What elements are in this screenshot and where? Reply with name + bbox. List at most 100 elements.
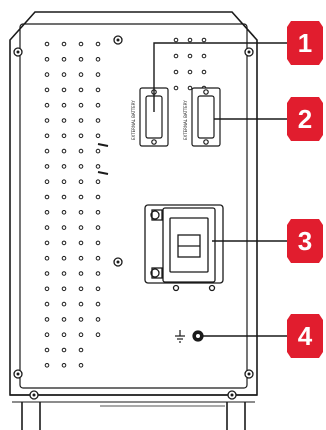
vent-hole — [78, 164, 84, 169]
screw-center — [247, 50, 251, 54]
vent-hole — [44, 286, 50, 292]
vent-hole — [78, 148, 84, 154]
screw-center — [116, 260, 120, 264]
screw-center — [247, 372, 251, 376]
vent-hole — [201, 69, 207, 75]
vent-hole — [44, 194, 50, 200]
vent-hole — [78, 41, 84, 47]
screw-center — [116, 38, 120, 42]
vent-hole — [95, 240, 101, 246]
vent-hole — [95, 286, 101, 292]
vent-hole — [95, 317, 101, 322]
vent-hole — [44, 148, 50, 154]
vent-hole — [95, 194, 101, 200]
indicator-marks — [97, 143, 109, 175]
vent-hole — [44, 179, 50, 184]
vent-hole — [61, 102, 67, 108]
vent-hole — [61, 363, 67, 368]
callout-badge — [287, 314, 323, 358]
vent-hole — [61, 255, 67, 261]
vent-hole — [61, 164, 67, 169]
vent-hole — [95, 210, 101, 215]
vent-hole — [95, 57, 101, 62]
vent-hole — [78, 317, 84, 322]
vent-hole — [201, 53, 207, 59]
vent-hole — [61, 57, 67, 62]
vent-hole — [187, 85, 193, 91]
vent-hole — [44, 317, 50, 322]
vent-hole — [78, 301, 84, 307]
vent-hole — [44, 332, 50, 338]
callout-number: 4 — [298, 321, 313, 351]
vent-hole — [44, 255, 50, 261]
cabinet — [9, 11, 258, 430]
callout-number: 2 — [298, 104, 312, 134]
vent-hole — [44, 164, 50, 169]
vent-hole — [78, 194, 84, 200]
vent-hole — [78, 133, 84, 139]
vent-hole — [44, 210, 50, 215]
callout-badge — [287, 219, 323, 263]
vent-hole — [44, 271, 50, 276]
vent-hole — [78, 210, 84, 215]
ventilation-holes — [44, 37, 207, 368]
vent-hole — [44, 87, 50, 93]
vent-hole — [95, 118, 101, 123]
screw-center — [230, 393, 234, 397]
screw-center — [16, 50, 20, 54]
callout-4: 4 — [287, 314, 323, 358]
vent-hole — [95, 41, 101, 47]
vent-hole — [44, 102, 50, 108]
vent-hole — [173, 69, 179, 75]
vent-hole — [44, 41, 50, 47]
vent-hole — [78, 87, 84, 93]
vent-hole — [61, 225, 67, 230]
vent-hole — [78, 332, 84, 338]
vent-hole — [78, 57, 84, 62]
callout-badge — [287, 21, 323, 65]
ground-screw — [175, 330, 204, 343]
vent-hole — [61, 41, 67, 47]
vent-hole — [61, 286, 67, 292]
screw-center — [16, 372, 20, 376]
vent-hole — [78, 102, 84, 108]
vent-hole — [78, 118, 84, 123]
vent-hole — [61, 133, 67, 139]
vent-hole — [61, 301, 67, 307]
vent-hole — [44, 57, 50, 62]
vent-hole — [78, 240, 84, 246]
battery-port-right: EXTERNAL BATTERY — [183, 87, 221, 147]
vent-hole — [78, 72, 84, 77]
callout-number: 1 — [298, 28, 312, 58]
vent-hole — [44, 133, 50, 139]
vent-hole — [95, 102, 101, 108]
callout-badge — [287, 97, 323, 141]
vent-hole — [95, 87, 101, 93]
leader-lines — [153, 42, 289, 337]
battery-port-left: EXTERNAL BATTERY — [131, 87, 169, 147]
vent-hole — [61, 271, 67, 276]
vent-hole — [61, 210, 67, 215]
battery-port-right-label: EXTERNAL BATTERY — [183, 100, 188, 140]
vent-hole — [95, 255, 101, 261]
panel-screws — [13, 35, 254, 400]
vent-hole — [201, 37, 207, 43]
vent-hole — [78, 225, 84, 230]
vent-hole — [44, 301, 50, 307]
vent-hole — [61, 347, 67, 353]
vent-hole — [95, 271, 101, 276]
vent-hole — [44, 240, 50, 246]
input-breaker — [144, 204, 224, 292]
vent-hole — [78, 271, 84, 276]
vent-hole — [44, 72, 50, 77]
vent-hole — [95, 301, 101, 307]
vent-hole — [95, 179, 101, 184]
vent-hole — [44, 347, 50, 353]
callout-1: 1 — [287, 21, 323, 65]
vent-hole — [61, 332, 67, 338]
vent-hole — [44, 363, 50, 368]
vent-hole — [61, 118, 67, 123]
vent-hole — [78, 286, 84, 292]
